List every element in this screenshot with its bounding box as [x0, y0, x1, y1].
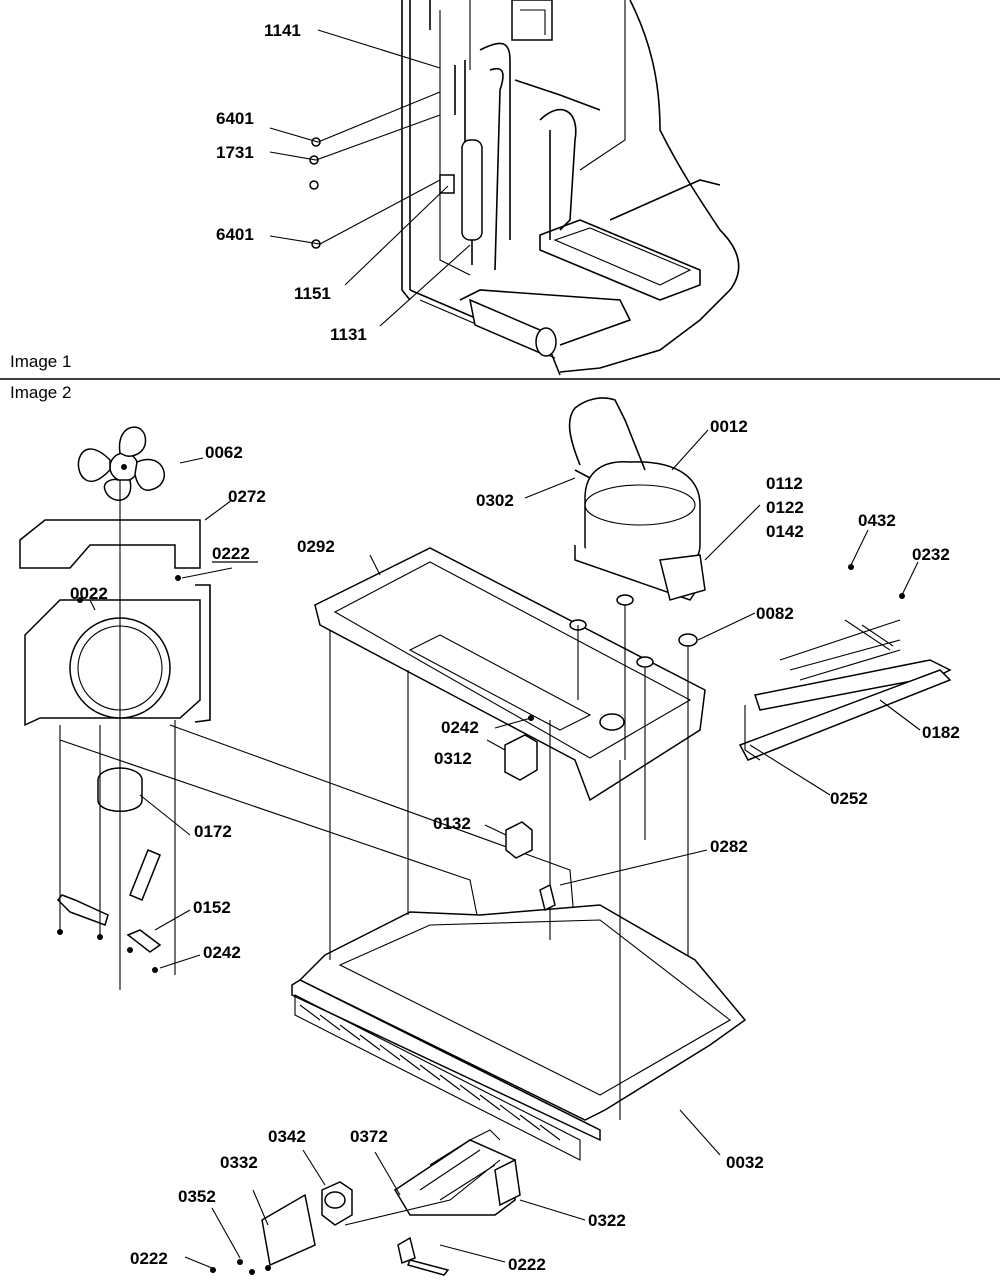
fan-blade-drawing [77, 426, 166, 501]
condenser-coil-fins [294, 994, 581, 1161]
callout-0082: 0082 [756, 604, 794, 623]
image1-drawing [269, 0, 740, 376]
callout-0222-bottom-right: 0222 [508, 1255, 546, 1274]
callout-0222-top: 0222 [212, 544, 250, 563]
callout-0322: 0322 [588, 1211, 626, 1230]
callout-6401-bottom: 6401 [216, 225, 254, 244]
callout-0152: 0152 [193, 898, 231, 917]
callout-1731: 1731 [216, 143, 254, 162]
callout-0012: 0012 [710, 417, 748, 436]
image2-drawing [19, 397, 952, 1276]
callout-0372: 0372 [350, 1127, 388, 1146]
callout-0242-mid: 0242 [441, 718, 479, 737]
callout-1151: 1151 [294, 284, 331, 303]
callout-0342: 0342 [268, 1127, 306, 1146]
callout-0022: 0022 [70, 584, 108, 603]
callout-0252: 0252 [830, 789, 868, 808]
callout-0112: 0112 [766, 474, 803, 493]
image2-caption: Image 2 [10, 383, 71, 402]
callout-0172: 0172 [194, 822, 232, 841]
callout-0222-bottom-left: 0222 [130, 1249, 168, 1268]
image1-caption: Image 1 [10, 352, 71, 371]
callout-0352: 0352 [178, 1187, 216, 1206]
callout-0302: 0302 [476, 491, 514, 510]
callout-0282: 0282 [710, 837, 748, 856]
callout-0272: 0272 [228, 487, 266, 506]
callout-0142: 0142 [766, 522, 804, 541]
callout-0122: 0122 [766, 498, 804, 517]
callout-0182: 0182 [922, 723, 960, 742]
callout-0062: 0062 [205, 443, 243, 462]
callout-1141: 1141 [264, 21, 301, 40]
callout-0232: 0232 [912, 545, 950, 564]
callout-6401-top: 6401 [216, 109, 254, 128]
callout-0032: 0032 [726, 1153, 764, 1172]
callout-0332: 0332 [220, 1153, 258, 1172]
callout-0292: 0292 [297, 537, 335, 556]
callout-0242-left: 0242 [203, 943, 241, 962]
callout-0132: 0132 [433, 814, 471, 833]
callout-0312: 0312 [434, 749, 472, 768]
callout-1131: 1131 [330, 325, 367, 344]
callout-0432: 0432 [858, 511, 896, 530]
